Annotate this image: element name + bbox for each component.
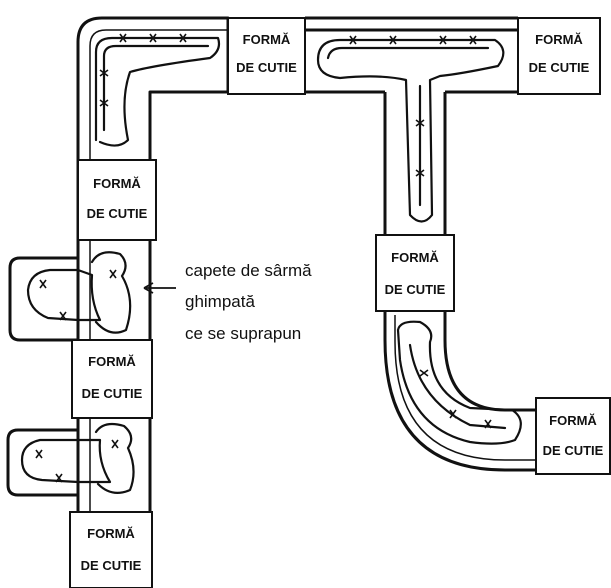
box-form-top-center: FORMĂ DE CUTIE <box>227 17 306 95</box>
wire-coil-pocket-upper-2 <box>90 251 132 334</box>
box-label-line1: FORMĂ <box>391 250 439 265</box>
box-form-tee-bottom: FORMĂ DE CUTIE <box>375 234 455 312</box>
annotation-line3: ce se suprapun <box>185 324 301 343</box>
trench-lower-curve-inner <box>394 315 538 461</box>
annotation-line1: capete de sârmă <box>185 261 312 280</box>
box-label-line1: FORMĂ <box>535 32 583 47</box>
arrowhead-icon <box>143 282 154 294</box>
wire-coil-top-left <box>94 36 221 147</box>
box-label-line1: FORMĂ <box>87 526 135 541</box>
overlap-annotation: capete de sârmă ghimpată ce se suprapun <box>143 261 312 343</box>
box-label-line2: DE CUTIE <box>543 443 604 458</box>
box-label-line2: DE CUTIE <box>87 206 148 221</box>
box-form-left-upper: FORMĂ DE CUTIE <box>77 159 157 241</box>
box-form-lower-right: FORMĂ DE CUTIE <box>535 397 611 475</box>
box-label-line1: FORMĂ <box>88 354 136 369</box>
box-label-line2: DE CUTIE <box>81 558 142 573</box>
box-label-line2: DE CUTIE <box>385 282 446 297</box>
box-form-left-middle: FORMĂ DE CUTIE <box>71 339 153 419</box>
wire-coil-tee-top <box>316 38 505 223</box>
box-label-line2: DE CUTIE <box>529 60 590 75</box>
trench-left-pocket-lower <box>6 428 78 497</box>
wire-coil-top-left-inner <box>102 44 210 132</box>
wire-coil-pocket-lower <box>20 438 112 484</box>
wire-coil-lower-curve-inner <box>408 343 507 430</box>
wire-coil-lower-curve <box>396 320 522 445</box>
box-form-left-bottom: FORMĂ DE CUTIE <box>69 511 153 588</box>
box-label-line1: FORMĂ <box>243 32 291 47</box>
box-label-line2: DE CUTIE <box>82 386 143 401</box>
box-label-line2: DE CUTIE <box>236 60 297 75</box>
wire-coil-pocket-lower-2 <box>94 422 135 495</box>
trench-left-pocket-upper <box>8 256 78 342</box>
wire-barbs <box>35 33 492 483</box>
wire-coil-pocket-upper <box>26 268 102 322</box>
trench-top-left-bend-inner <box>89 29 228 586</box>
annotation-line2: ghimpată <box>185 292 255 311</box>
trench-top-run <box>305 16 518 94</box>
box-form-top-right: FORMĂ DE CUTIE <box>517 17 601 95</box>
wire-coil-tee-inner <box>326 46 490 207</box>
box-label-line1: FORMĂ <box>93 176 141 191</box>
box-label-line1: FORMĂ <box>549 413 597 428</box>
trench-tee-stem <box>383 92 447 235</box>
